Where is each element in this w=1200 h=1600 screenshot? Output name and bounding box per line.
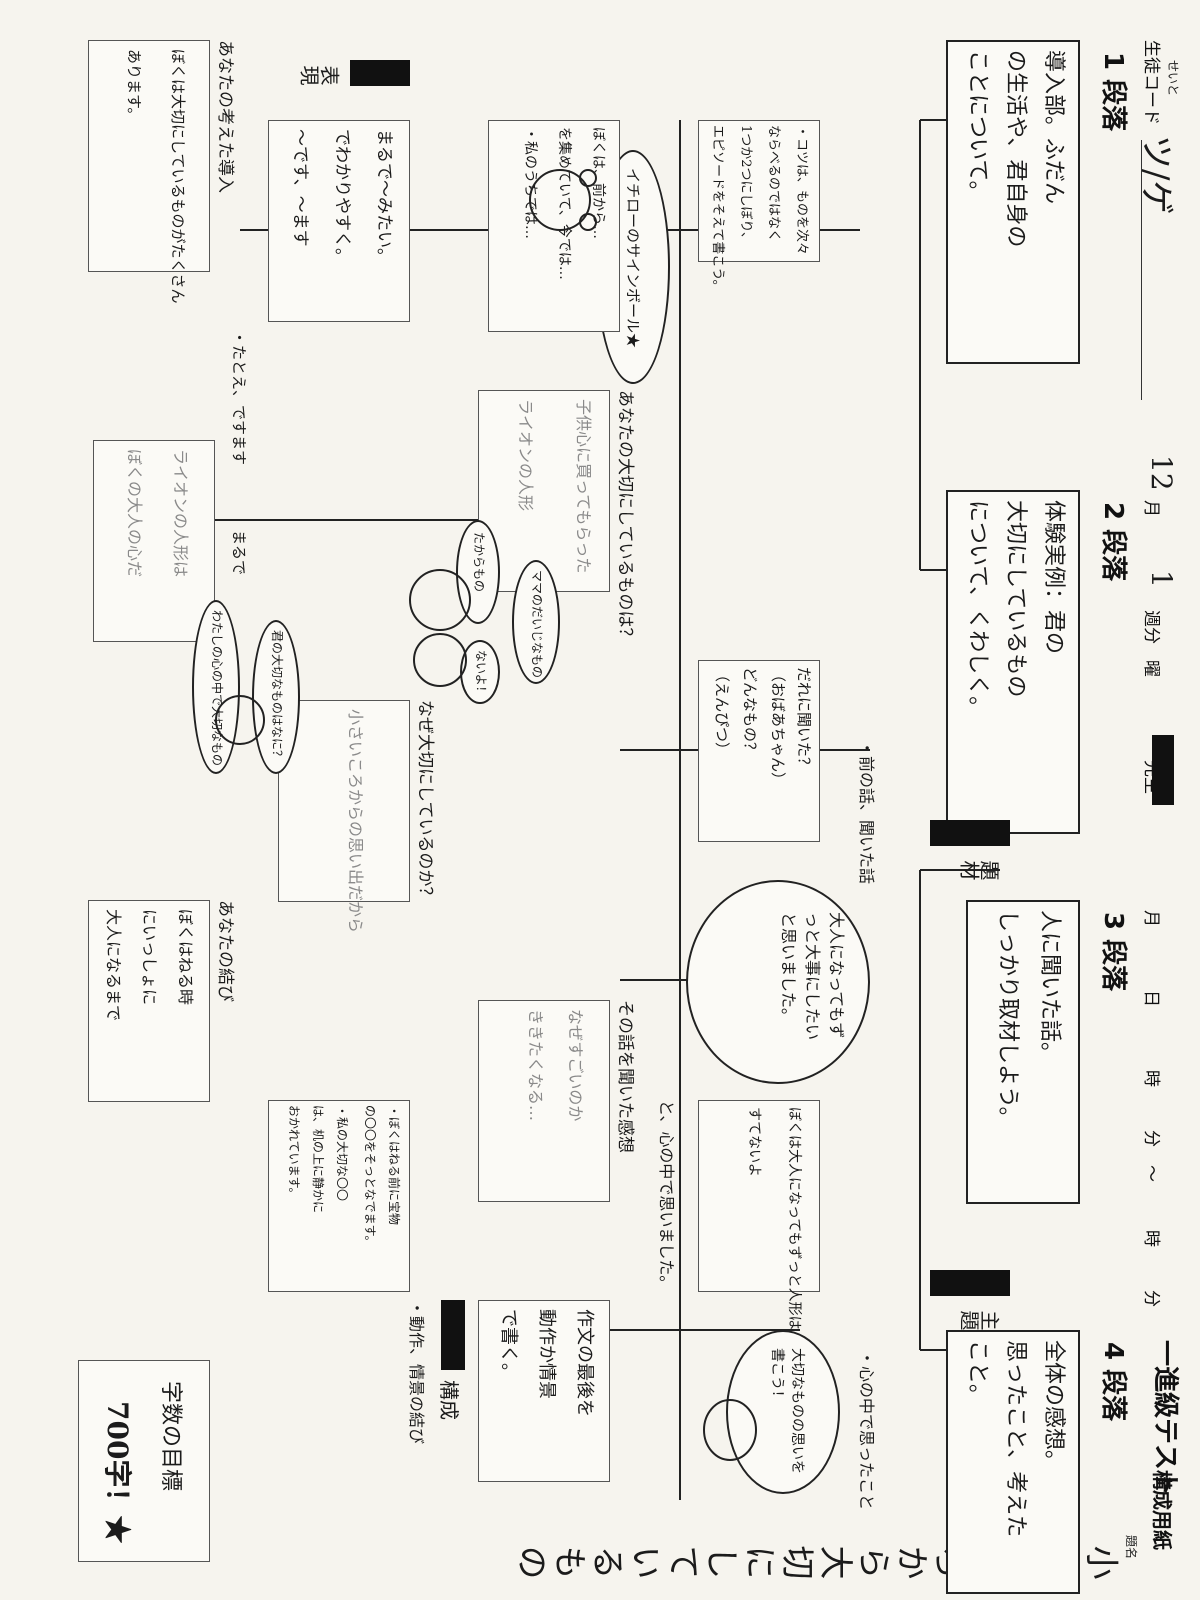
photo-canvas: せいと 生徒コード ツ/ゲ 12 月 1 週分 先生 月 日 曜 時 分 〜 時…: [0, 0, 1200, 1600]
doodle-sketches: [0, 0, 1200, 1600]
worksheet-paper: せいと 生徒コード ツ/ゲ 12 月 1 週分 先生 月 日 曜 時 分 〜 時…: [0, 0, 1200, 1600]
